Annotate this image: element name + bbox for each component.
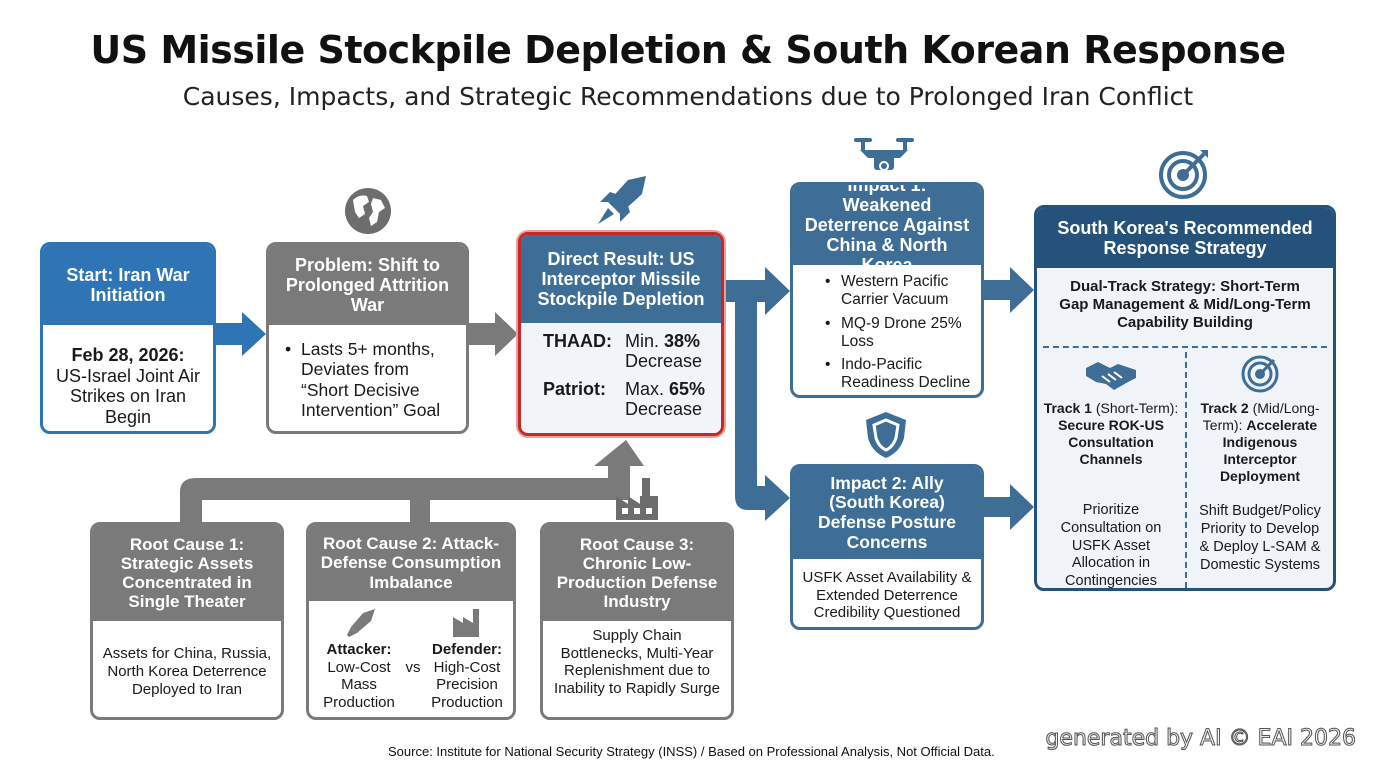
- patriot-percent: 65%: [669, 379, 706, 400]
- handshake-icon: [1086, 362, 1136, 390]
- result-header: Direct Result: US Interceptor Missile St…: [521, 235, 721, 323]
- missile-icon: [347, 609, 375, 637]
- impact2-box: Impact 2: Ally (South Korea) Defense Pos…: [790, 464, 984, 630]
- start-box: Start: Iran War Initiation Feb 28, 2026:…: [40, 242, 216, 434]
- korea-strategy-box: South Korea's Recommended Response Strat…: [1034, 205, 1336, 591]
- track2-heading: Accelerate Indigenous Interceptor Deploy…: [1219, 417, 1318, 485]
- defender-label: Defender:: [431, 641, 502, 658]
- start-date: Feb 28, 2026:: [71, 345, 185, 365]
- track1-term: (Short-Term):: [1091, 400, 1179, 417]
- root-cause-3-box: Root Cause 3: Chronic Low-Production Def…: [540, 522, 734, 720]
- defender-text: High-Cost Precision Production: [431, 658, 503, 712]
- attacker-label: Attacker:: [326, 641, 392, 658]
- factory-small-icon: [453, 609, 479, 637]
- source-note: Source: Institute for National Security …: [388, 744, 995, 759]
- impact1-bullets: Western Pacific Carrier Vacuum MQ-9 Dron…: [793, 265, 981, 393]
- attacker-text: Low-Cost Mass Production: [323, 658, 395, 712]
- problem-bullet: Lasts 5+ months, Deviates from “Short De…: [281, 339, 456, 420]
- target-icon: [1159, 150, 1208, 199]
- result-box: Direct Result: US Interceptor Missile St…: [518, 232, 724, 436]
- track2-label: Track 2: [1200, 400, 1249, 417]
- impact1-bullet: Indo-Pacific Readiness Decline: [821, 356, 973, 393]
- rocket-icon: [598, 176, 646, 224]
- arrow-impact1-to-korea: [984, 267, 1034, 313]
- arrow-problem-to-result: [469, 312, 518, 356]
- thaad-prefix: Min.: [625, 331, 660, 351]
- thaad-suffix: Decrease: [625, 351, 703, 372]
- impact1-box: Impact 1: Weakened Deterrence Against Ch…: [790, 182, 984, 398]
- patriot-label: Patriot:: [543, 379, 606, 400]
- impact1-bullet: MQ-9 Drone 25% Loss: [821, 315, 973, 352]
- defender-block: Defender: High-Cost Precision Production: [421, 641, 513, 712]
- root2-body: Attacker: Low-Cost Mass Production vs De…: [309, 601, 513, 717]
- track1-heading: Secure ROK-US Consultation Channels: [1058, 417, 1164, 468]
- problem-box: Problem: Shift to Prolonged Attrition Wa…: [266, 242, 469, 434]
- root-cause-1-box: Root Cause 1: Strategic Assets Concentra…: [90, 522, 284, 720]
- root3-text: Supply Chain Bottlenecks, Multi-Year Rep…: [554, 627, 720, 698]
- root1-header: Root Cause 1: Strategic Assets Concentra…: [93, 525, 281, 621]
- target-icon: [1241, 355, 1279, 393]
- patriot-suffix: Decrease: [625, 399, 703, 420]
- start-header: Start: Iran War Initiation: [43, 245, 213, 325]
- arrow-result-to-impact1: [723, 267, 790, 315]
- patriot-value: Max. 65% Decrease: [625, 379, 705, 419]
- impact2-text: USFK Asset Availability & Extended Deter…: [802, 569, 972, 622]
- root1-text: Assets for China, Russia, North Korea De…: [102, 645, 272, 698]
- korea-tracks: Track 1 (Short-Term): Secure ROK-US Cons…: [1037, 348, 1333, 588]
- track1-text: Prioritize Consultation on USFK Asset Al…: [1060, 502, 1162, 590]
- track2-text: Shift Budget/Policy Priority to Develop …: [1199, 503, 1321, 573]
- korea-strategy: Dual-Track Strategy: Short-Term Gap Mana…: [1043, 268, 1327, 348]
- problem-header: Problem: Shift to Prolonged Attrition Wa…: [269, 245, 466, 325]
- track1-title: Track 1 (Short-Term): Secure ROK-US Cons…: [1037, 400, 1185, 468]
- watermark: generated by AI © EAI 2026: [1045, 726, 1357, 752]
- root-cause-2-box: Root Cause 2: Attack-Defense Consumption…: [306, 522, 516, 720]
- vs-label: vs: [405, 659, 421, 676]
- factory-icon: [616, 478, 658, 520]
- globe-icon: [345, 188, 391, 234]
- page-title: US Missile Stockpile Depletion & South K…: [90, 28, 1286, 72]
- page-subtitle: Causes, Impacts, and Strategic Recommend…: [182, 82, 1194, 111]
- attacker-block: Attacker: Low-Cost Mass Production: [313, 641, 405, 712]
- patriot-prefix: Max.: [625, 379, 665, 400]
- arrow-start-to-problem: [216, 312, 266, 356]
- track2-term: (Mid/Long-Term):: [1202, 400, 1320, 434]
- thaad-value: Min. 38% Decrease: [625, 331, 702, 371]
- root2-header: Root Cause 2: Attack-Defense Consumption…: [309, 525, 513, 601]
- start-body: Feb 28, 2026: US-Israel Joint Air Strike…: [43, 325, 213, 428]
- track2-title: Track 2 (Mid/Long-Term): Accelerate Indi…: [1187, 400, 1333, 485]
- patriot-row: Patriot: Max. 65% Decrease: [543, 379, 721, 419]
- thaad-percent: 38%: [664, 331, 701, 351]
- track1: Track 1 (Short-Term): Secure ROK-US Cons…: [1037, 348, 1185, 590]
- thaad-label: THAAD:: [543, 331, 612, 351]
- drone-icon: [854, 138, 914, 171]
- track-divider: [1185, 352, 1187, 588]
- impact1-bullet: Western Pacific Carrier Vacuum: [821, 273, 973, 310]
- arrow-roots-to-result: [180, 440, 644, 522]
- root3-header: Root Cause 3: Chronic Low-Production Def…: [543, 525, 731, 621]
- start-text: US-Israel Joint Air Strikes on Iran Begi…: [55, 365, 201, 428]
- track1-label: Track 1: [1043, 400, 1092, 417]
- arrow-impact2-to-korea: [984, 484, 1034, 530]
- problem-bullets: Lasts 5+ months, Deviates from “Short De…: [269, 325, 466, 420]
- arrow-result-to-impact2: [735, 302, 790, 521]
- thaad-row: THAAD: Min. 38% Decrease: [543, 331, 721, 371]
- impact2-header: Impact 2: Ally (South Korea) Defense Pos…: [793, 467, 981, 559]
- shield-icon: [866, 412, 906, 458]
- impact1-header: Impact 1: Weakened Deterrence Against Ch…: [793, 185, 981, 275]
- korea-header: South Korea's Recommended Response Strat…: [1037, 208, 1333, 268]
- track2: Track 2 (Mid/Long-Term): Accelerate Indi…: [1187, 348, 1333, 574]
- result-body: THAAD: Min. 38% Decrease Patriot: Max. 6…: [521, 323, 721, 433]
